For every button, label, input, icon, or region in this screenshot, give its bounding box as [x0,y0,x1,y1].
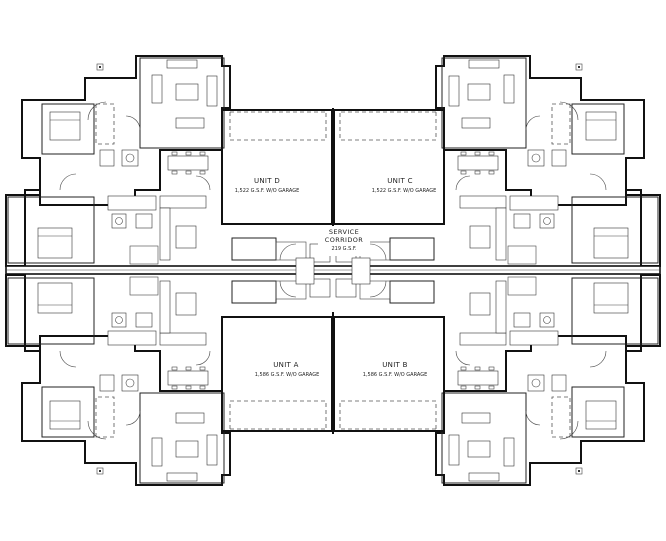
service-corridor-label: SERVICE CORRIDOR 219 G.S.F. [318,226,370,256]
svg-text:1,586 G.S.F. W/O GARAGE: 1,586 G.S.F. W/O GARAGE [363,372,427,378]
toilet [99,149,115,167]
sofa [206,75,218,107]
right-wing-lower [333,274,661,486]
unit-b-label: UNIT B 1,586 G.S.F. W/O GARAGE [363,361,427,378]
sofa [175,117,205,129]
fireplace [166,59,198,69]
bed [49,111,81,141]
spine-wall [5,257,661,285]
svg-text:219 G.S.F.: 219 G.S.F. [331,246,356,252]
svg-text:1,522 G.S.F. W/O GARAGE: 1,522 G.S.F. W/O GARAGE [372,188,436,194]
left-wing [5,55,333,267]
svg-text:CORRIDOR: CORRIDOR [325,236,364,244]
svg-text:1,522 G.S.F. W/O GARAGE: 1,522 G.S.F. W/O GARAGE [235,188,299,194]
left-wing-lower [5,274,333,486]
kitchen-counter [159,195,207,209]
svg-text:UNIT C: UNIT C [387,177,413,185]
bathtub [107,195,157,211]
coffee-table [175,83,199,101]
unit-a-label: UNIT A 1,586 G.S.F. W/O GARAGE [255,361,319,378]
unit-c-label: UNIT C 1,522 G.S.F. W/O GARAGE [372,177,436,194]
bed [37,227,73,259]
svg-text:UNIT B: UNIT B [382,361,408,369]
sink [121,149,139,167]
corner-markers [96,63,583,475]
shower [135,213,153,229]
svg-text:UNIT D: UNIT D [254,177,280,185]
vanity [111,213,127,229]
sofa [151,74,163,104]
svg-text:SERVICE: SERVICE [329,228,359,236]
dining-table [167,155,209,171]
svg-text:UNIT A: UNIT A [273,361,299,369]
right-wing-upper [333,55,661,267]
svg-text:1,586 G.S.F. W/O GARAGE: 1,586 G.S.F. W/O GARAGE [255,372,319,378]
unit-d-label: UNIT D 1,522 G.S.F. W/O GARAGE [235,177,299,194]
kitchen-island [175,225,197,249]
